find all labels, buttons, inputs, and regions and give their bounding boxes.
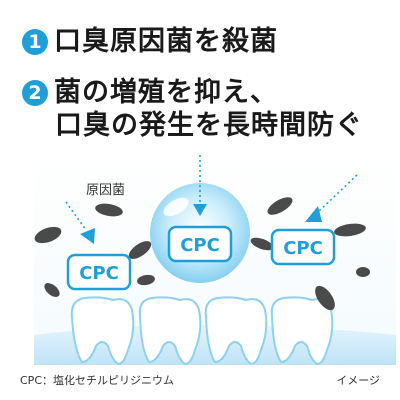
cpc-badge-right: CPC (270, 228, 336, 266)
arrows (65, 155, 358, 231)
cpc-badge-text-1: CPC (79, 263, 119, 284)
teeth-row (70, 296, 334, 366)
germs (34, 197, 370, 311)
arrow-head-left (80, 228, 95, 244)
number-badge-1: 1 (22, 29, 48, 55)
germ-label: 原因菌 (86, 183, 126, 198)
germ-3 (128, 241, 152, 259)
arrow-head-center (193, 204, 207, 216)
tooth-4 (270, 296, 334, 366)
cpc-badge-text-3: CPC (283, 238, 323, 259)
germ-2 (95, 203, 123, 217)
image-note: イメージ (336, 374, 380, 387)
germ-5 (137, 274, 155, 286)
footnote-cpc: CPC：塩化セチルピリジニウム (20, 374, 174, 387)
tooth-3 (204, 296, 268, 366)
cpc-badge-center: CPC (167, 225, 233, 263)
cpc-badge-left: CPC (66, 253, 132, 291)
number-badge-2: 2 (22, 80, 48, 106)
headline-item-1-text: 口臭原因菌を殺菌 (54, 26, 278, 57)
germ-1 (34, 226, 62, 244)
tooth-1 (70, 296, 135, 366)
germ-9 (315, 285, 335, 311)
teeth-illustration: CPC CPC CPC (34, 155, 396, 366)
tooth-2 (138, 296, 202, 366)
germ-6 (267, 197, 293, 215)
germ-4 (44, 283, 60, 297)
headline-item-2-line1: 菌の増殖を抑え、 (54, 77, 278, 108)
germ-7 (250, 237, 274, 251)
germ-10 (356, 267, 370, 277)
germ-8 (334, 223, 366, 237)
headline-item-2-line2: 口臭の発生を長時間防ぐ (55, 110, 363, 141)
arrow-head-right (305, 206, 322, 222)
cpc-badge-text-2: CPC (180, 235, 220, 256)
